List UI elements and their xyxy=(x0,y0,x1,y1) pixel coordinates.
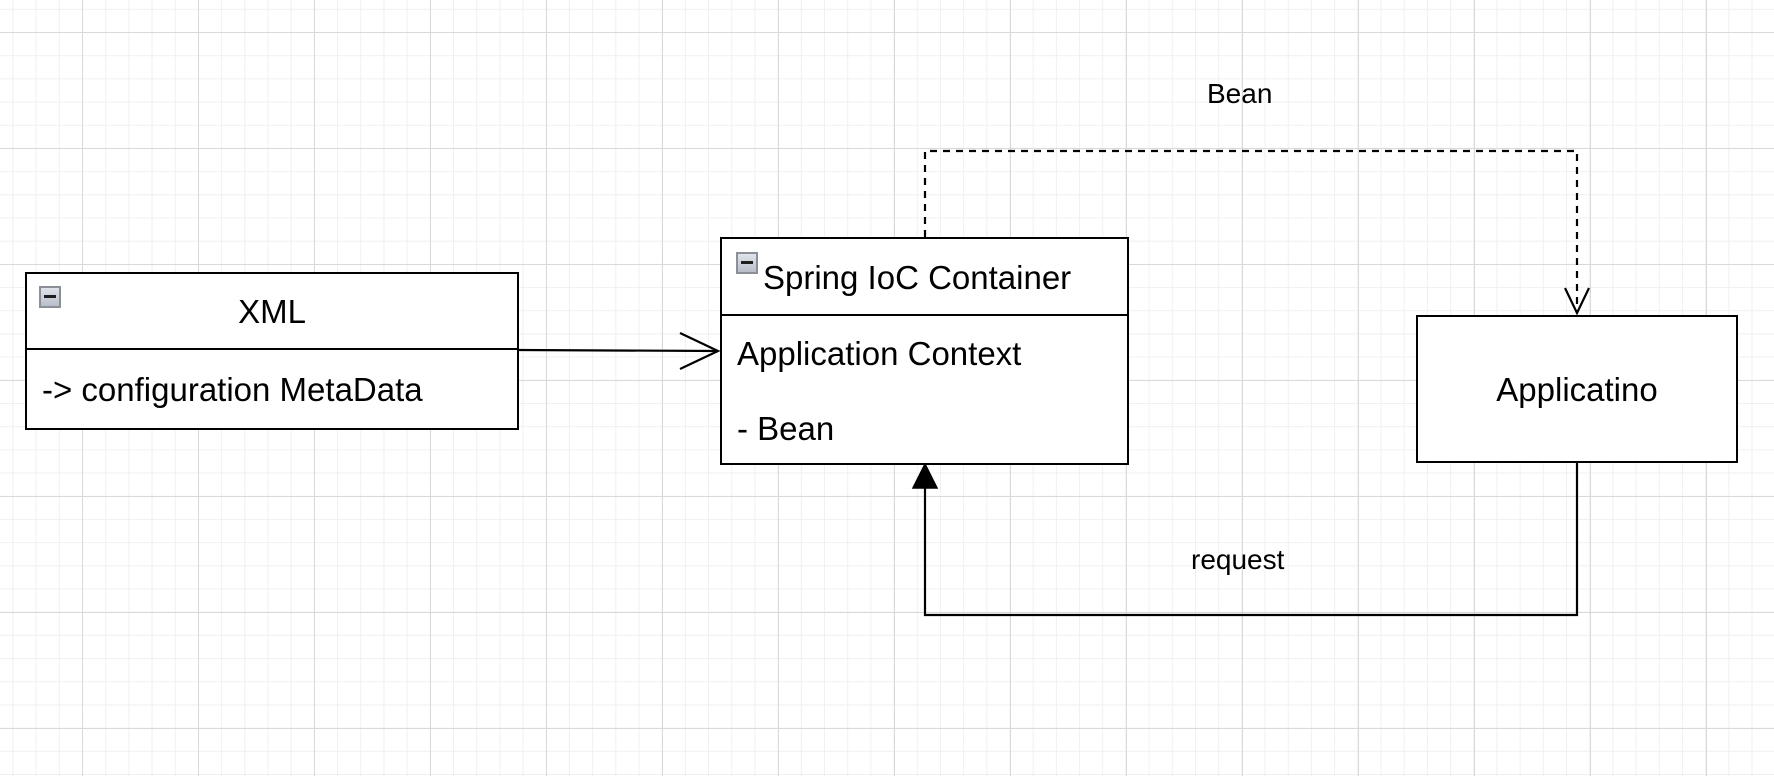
collapse-icon[interactable] xyxy=(39,286,61,308)
edge-bean-dashed-line xyxy=(923,149,1579,313)
edge-bean-dashed[interactable] xyxy=(923,149,1590,316)
container-node-header[interactable]: Spring IoC Container xyxy=(722,239,1127,316)
open-arrowhead-icon xyxy=(679,332,721,370)
edge-label-bean: Bean xyxy=(1207,78,1273,109)
edge-request-line xyxy=(923,462,1579,617)
container-node-title: Spring IoC Container xyxy=(763,259,1072,296)
xml-node-title: XML xyxy=(238,293,306,330)
edge-xml-to-container-line xyxy=(517,348,719,353)
application-node[interactable]: Applicatino xyxy=(1416,315,1738,463)
xml-node-header[interactable]: XML xyxy=(27,274,517,350)
open-arrowhead-icon xyxy=(1564,287,1590,316)
xml-node-row-metadata: -> configuration MetaData xyxy=(42,371,423,408)
edge-xml-to-container[interactable] xyxy=(517,332,721,370)
container-node-row-application-context: Application Context xyxy=(737,335,1022,372)
collapse-icon[interactable] xyxy=(736,252,758,274)
container-node-row-bean: - Bean xyxy=(737,410,835,447)
edge-label-request: request xyxy=(1191,544,1285,575)
edge-request[interactable] xyxy=(911,462,1579,617)
container-node[interactable]: Spring IoC Container Application Context… xyxy=(720,237,1129,465)
filled-arrowhead-icon xyxy=(911,462,939,489)
xml-node[interactable]: XML -> configuration MetaData xyxy=(25,272,519,430)
application-node-title: Applicatino xyxy=(1496,371,1658,408)
